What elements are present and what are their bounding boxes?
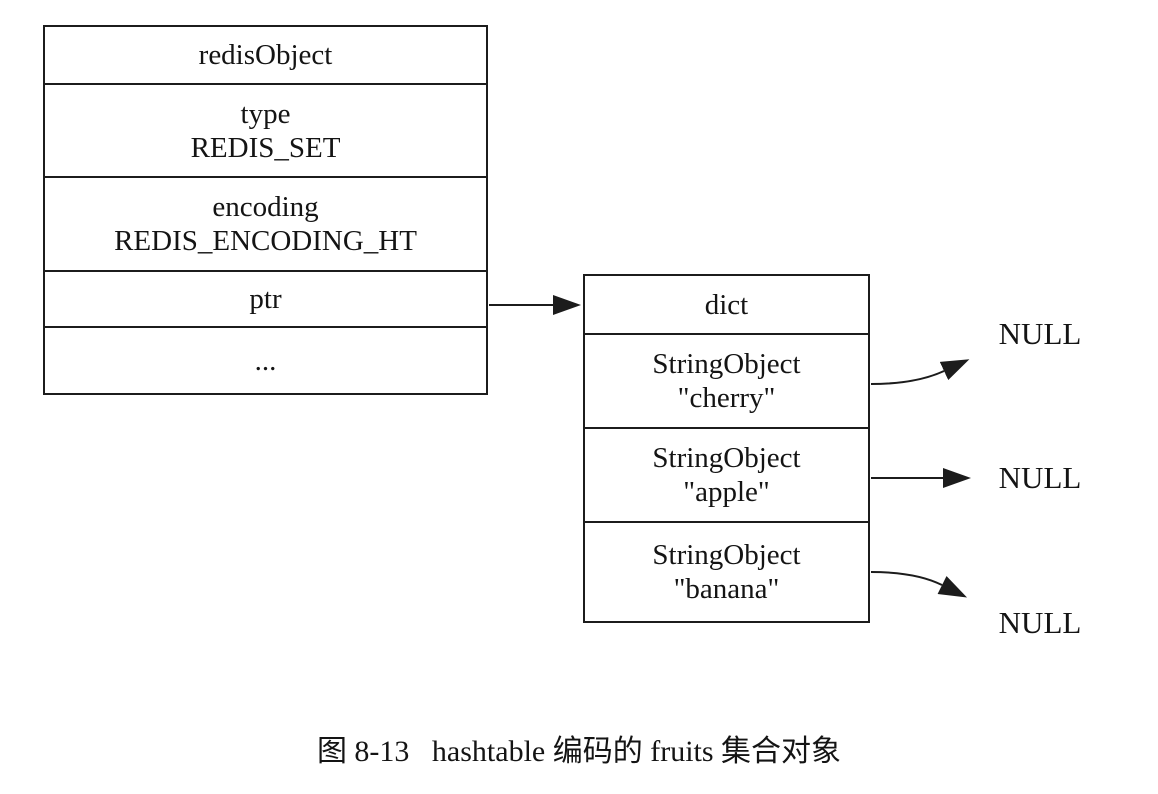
dict-entry-banana: StringObject "banana" bbox=[585, 521, 868, 621]
encoding-row: encoding REDIS_ENCODING_HT bbox=[45, 176, 486, 270]
null-label-apple: NULL bbox=[998, 460, 1082, 495]
entry-value: "cherry" bbox=[677, 382, 776, 414]
ellipsis-text: ... bbox=[254, 344, 277, 377]
banana-to-null-arrow bbox=[870, 571, 968, 598]
ptr-field-label: ptr bbox=[249, 283, 282, 315]
ellipsis-row: ... bbox=[45, 326, 486, 393]
entry-class: StringObject bbox=[652, 348, 801, 380]
encoding-field-value: REDIS_ENCODING_HT bbox=[114, 225, 417, 257]
cherry-to-null-arrow bbox=[870, 359, 970, 385]
type-row: type REDIS_SET bbox=[45, 83, 486, 176]
entry-class: StringObject bbox=[652, 539, 801, 571]
redis-object-title: redisObject bbox=[198, 39, 333, 71]
entry-value: "banana" bbox=[673, 573, 780, 605]
dict-header-row: dict bbox=[585, 276, 868, 333]
redis-object-box: redisObject type REDIS_SET encoding REDI… bbox=[43, 25, 488, 395]
null-label-cherry: NULL bbox=[998, 316, 1082, 351]
ptr-row: ptr bbox=[45, 270, 486, 326]
null-label-banana: NULL bbox=[998, 605, 1082, 640]
dict-title: dict bbox=[704, 288, 749, 321]
dict-entry-apple: StringObject "apple" bbox=[585, 427, 868, 521]
entry-value: "apple" bbox=[683, 476, 770, 508]
type-field-label: type bbox=[240, 97, 291, 130]
encoding-field-label: encoding bbox=[212, 191, 319, 223]
entry-class: StringObject bbox=[652, 442, 801, 474]
redis-object-header-row: redisObject bbox=[45, 27, 486, 83]
figure-caption: 图 8-13 hashtable 编码的 fruits 集合对象 bbox=[316, 735, 842, 768]
type-field-value: REDIS_SET bbox=[190, 131, 341, 164]
dict-entry-cherry: StringObject "cherry" bbox=[585, 333, 868, 427]
dict-box: dict StringObject "cherry" StringObject … bbox=[583, 274, 870, 623]
